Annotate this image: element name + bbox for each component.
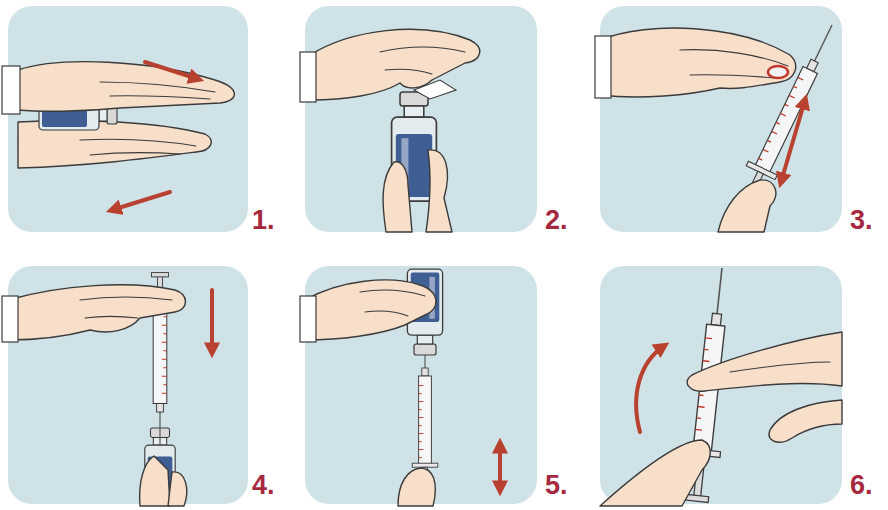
- lower-hand: [718, 180, 776, 232]
- callout-number: 5.: [545, 472, 568, 499]
- motion-arrow: [145, 62, 198, 79]
- motion-arrow: [781, 100, 805, 182]
- lower-hand: [600, 440, 710, 506]
- finger-lines: [80, 139, 196, 155]
- sleeve-cuff: [595, 36, 611, 98]
- panel: [8, 6, 248, 232]
- lower-hand: [398, 468, 435, 506]
- motion-arrow: [636, 346, 664, 432]
- callout-number: 1.: [252, 207, 275, 234]
- finger-lines: [380, 47, 465, 74]
- upper-hand: [305, 280, 436, 340]
- panel: [600, 6, 842, 232]
- callout-number: 4.: [252, 472, 275, 499]
- callout-number: 3.: [850, 207, 873, 234]
- thumb: [140, 456, 170, 506]
- callout-number: 2.: [545, 207, 568, 234]
- finger-lines: [680, 50, 788, 78]
- upper-hand: [18, 62, 234, 112]
- upper-hand: [8, 285, 186, 340]
- fingers: [426, 150, 452, 232]
- tapping-hand: [687, 332, 842, 391]
- fingers: [168, 472, 187, 506]
- thumb: [769, 400, 842, 442]
- panel: [600, 266, 842, 504]
- motion-arrow: [210, 290, 214, 352]
- sleeve-cuff: [300, 296, 316, 342]
- motion-arrow: [112, 192, 170, 210]
- sleeve-cuff: [2, 296, 18, 342]
- panel: [8, 266, 248, 504]
- panel: [305, 6, 537, 232]
- sleeve-cuff: [2, 66, 20, 114]
- finger-lines: [730, 362, 830, 372]
- cap-tab: [414, 80, 456, 99]
- finger-lines: [100, 82, 215, 99]
- motion-arrow: [498, 444, 502, 490]
- upper-hand: [310, 29, 480, 100]
- finger-lines: [80, 297, 172, 318]
- finger-lines: [360, 290, 425, 316]
- sleeve-cuff: [300, 52, 316, 102]
- callout-number: 6.: [850, 472, 873, 499]
- upper-hand: [600, 28, 796, 97]
- thumb: [383, 162, 412, 232]
- needle-cap: [768, 66, 788, 78]
